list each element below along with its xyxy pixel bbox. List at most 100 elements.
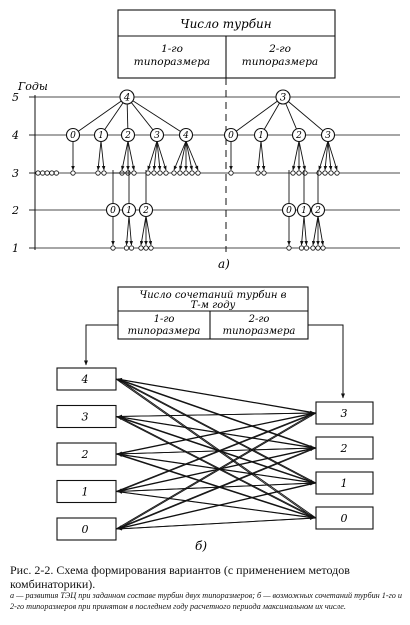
- right-box-frame: [315, 401, 374, 425]
- branch-arrow: [292, 140, 300, 171]
- branch-arrow: [156, 140, 162, 171]
- right-level2-node-2-circle: [310, 202, 326, 218]
- branch-arrow: [156, 140, 167, 171]
- combination-edge: [115, 416, 315, 519]
- right-box-label: 1: [341, 477, 348, 490]
- tree-edge: [230, 96, 284, 136]
- combination-edge: [117, 452, 317, 484]
- end-node: [49, 170, 55, 176]
- left-box-label: 3: [82, 411, 89, 424]
- branch-arrow: [147, 140, 158, 171]
- right-level4-node-2-label: 2: [295, 131, 302, 141]
- left-level2-node-0-label: 0: [110, 206, 116, 216]
- end-node: [35, 170, 41, 176]
- end-node: [228, 170, 234, 176]
- left-root-node: 4: [119, 89, 135, 105]
- end-node: [128, 245, 135, 251]
- right-box-1: 2: [315, 436, 374, 460]
- right-level2-node-0-label: 0: [286, 206, 292, 216]
- end-node: [39, 170, 46, 176]
- combination-edge: [117, 447, 317, 530]
- figure-b-header-line2: Т-м году: [191, 300, 236, 311]
- combination-edge: [117, 482, 317, 530]
- year-label-3: 3: [12, 167, 19, 180]
- combination-edge: [115, 378, 315, 519]
- combination-edge: [117, 377, 317, 414]
- end-node: [110, 245, 116, 251]
- right-box-label: 2: [340, 442, 348, 455]
- end-node: [123, 245, 130, 251]
- branch-arrow: [100, 140, 106, 171]
- left-level2-node-1-circle: [121, 202, 137, 218]
- branch-arrow: [152, 140, 158, 171]
- branch-arrow: [125, 215, 130, 246]
- right-level4-node-3-label: 3: [325, 131, 331, 141]
- left-level4-node-0: 0: [65, 127, 81, 143]
- left-level4-node-4: 4: [178, 127, 194, 143]
- end-node: [138, 245, 144, 251]
- branch-arrow: [300, 215, 305, 246]
- branch-arrow: [298, 140, 306, 171]
- right-box-label: 0: [341, 512, 348, 525]
- combination-edge: [117, 416, 317, 519]
- figure-b-col1-line2: типоразмера: [128, 326, 201, 337]
- left-box-1: 3: [56, 404, 117, 429]
- left-column-connector: [84, 324, 118, 366]
- left-box-label: 4: [81, 373, 89, 386]
- figure-b-header: Число сочетаний турбин в Т-м году 1-го т…: [117, 286, 309, 340]
- end-node: [320, 245, 326, 251]
- right-level4-node-3: 3: [320, 127, 336, 143]
- left-level4-node-4-label: 4: [182, 131, 189, 141]
- right-level2-node-2-label: 2: [314, 206, 321, 216]
- right-level2-node-1: 1: [296, 202, 312, 218]
- branch-arrow: [327, 140, 338, 171]
- left-level4-node-1: 1: [93, 127, 109, 143]
- end-node: [95, 170, 101, 176]
- end-node: [44, 170, 50, 176]
- figure-a-header-title: Число турбин: [180, 17, 271, 31]
- combination-edge: [115, 453, 315, 519]
- left-level4-node-2-circle: [120, 127, 136, 143]
- end-node: [101, 170, 107, 176]
- end-node: [328, 170, 334, 176]
- end-node: [255, 170, 261, 176]
- end-node: [261, 170, 267, 176]
- figure-b-label: б): [195, 539, 207, 553]
- combination-edge: [115, 416, 315, 484]
- combination-edge: [115, 412, 315, 530]
- right-level4-node-2: 2: [291, 127, 307, 143]
- end-node: [298, 245, 305, 251]
- left-level4-node-2: 2: [120, 127, 136, 143]
- right-box-label: 3: [341, 407, 348, 420]
- year-label-2: 2: [11, 204, 19, 217]
- figure-b-col1-line1: 1-го: [154, 314, 175, 325]
- right-box-frame: [315, 506, 374, 530]
- left-box-label: 2: [81, 448, 89, 461]
- right-level4-node-1: 1: [253, 127, 269, 143]
- figure-a-col1-line2: типоразмера: [134, 56, 210, 68]
- left-root-node-circle: [119, 89, 135, 105]
- left-box-frame: [56, 367, 117, 391]
- left-level2-node-2-circle: [138, 202, 154, 218]
- end-node: [151, 170, 157, 176]
- branch-arrow: [260, 140, 266, 171]
- branch-arrow: [179, 140, 187, 171]
- branch-arrow: [256, 140, 262, 171]
- years-axis-title: Годы: [17, 80, 48, 93]
- branch-arrow: [139, 215, 147, 246]
- left-level4-node-1-circle: [93, 127, 109, 143]
- end-node: [177, 170, 183, 176]
- right-column-connector: [308, 324, 345, 399]
- combination-edge: [117, 412, 317, 455]
- figure-b-col2-line2: типоразмера: [223, 326, 296, 337]
- right-level2-node-1-label: 1: [301, 206, 307, 216]
- tree-edge: [72, 96, 128, 136]
- branch-arrow: [327, 140, 333, 171]
- left-box-0: 4: [56, 367, 117, 391]
- combination-edge: [117, 378, 317, 519]
- right-level4-node-1-label: 1: [258, 131, 264, 141]
- left-level4-node-1-label: 1: [98, 131, 104, 141]
- caption-title: Рис. 2-2. Схема формирования вариантов (…: [10, 563, 350, 591]
